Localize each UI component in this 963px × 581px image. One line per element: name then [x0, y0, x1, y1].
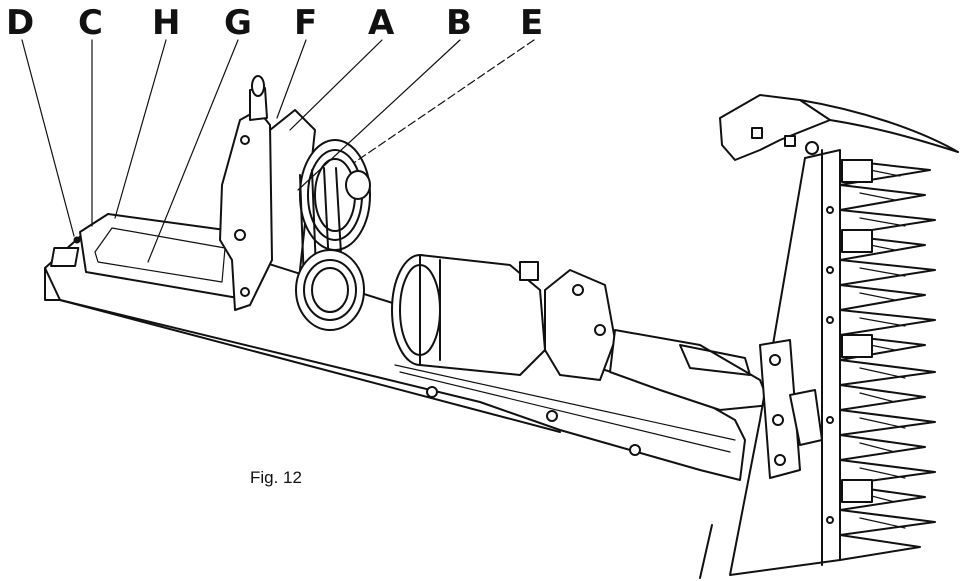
callout-d: D [6, 3, 35, 43]
callout-h: H [152, 3, 181, 43]
bracket-assembly [219, 75, 316, 311]
callout-b: B [446, 3, 472, 43]
leader-lines [21, 39, 535, 263]
bearing-block [544, 269, 771, 411]
knife-sections [839, 159, 936, 561]
figure-caption: Fig. 12 [250, 468, 302, 487]
gearbox-housing [391, 254, 546, 376]
pulley-and-belts [295, 139, 371, 331]
callout-e: E [520, 3, 544, 43]
cutter-bar [699, 94, 959, 579]
callout-c: C [78, 3, 103, 43]
callout-a: A [368, 3, 395, 43]
callout-f: F [294, 3, 318, 43]
callout-g: G [224, 3, 252, 43]
